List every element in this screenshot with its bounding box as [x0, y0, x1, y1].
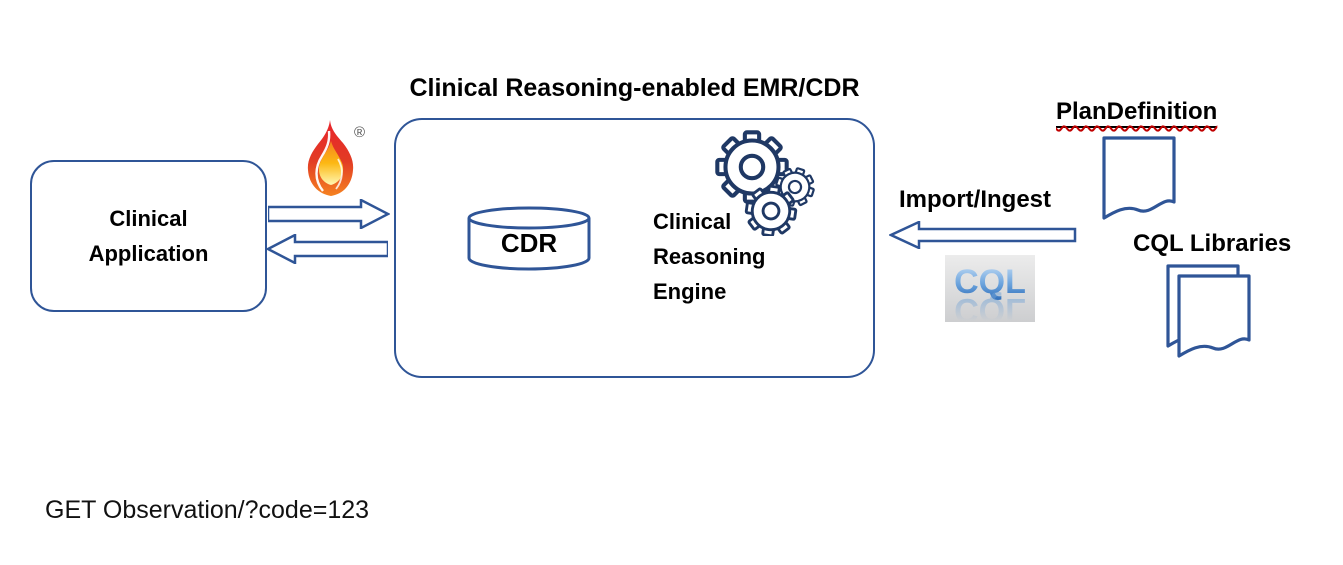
cql-logo-text: CQL	[954, 263, 1026, 301]
stacked-documents-icon	[1166, 264, 1251, 358]
cql-logo: CQL CQL	[945, 255, 1035, 322]
clinical-application-label-line1: Clinical	[109, 206, 188, 231]
registered-trademark: ®	[354, 124, 366, 141]
clinical-application-label-line2: Application	[88, 241, 209, 266]
cql-logo-reflection: CQL	[954, 291, 1026, 322]
clinical-application-box: Clinical Application	[30, 160, 267, 312]
engine-label-line2: Reasoning	[653, 244, 766, 269]
fhir-flame-icon	[307, 120, 354, 196]
plan-definition-document-icon	[1102, 136, 1176, 220]
engine-label-line3: Engine	[653, 279, 727, 304]
reasoning-engine-label: Clinical Reasoning Engine	[653, 204, 765, 309]
arrow-right-icon	[268, 199, 390, 229]
arrow-left-icon	[266, 234, 388, 264]
cdr-label: CDR	[500, 228, 558, 258]
api-calls-block: GET Observation/?code=123 POST Medicatio…	[45, 418, 386, 565]
diagram-title: Clinical Reasoning-enabled EMR/CDR	[409, 74, 860, 102]
engine-label-line1: Clinical	[653, 209, 732, 234]
cql-libraries-label: CQL Libraries	[1133, 230, 1292, 257]
api-method: GET	[45, 496, 103, 524]
import-ingest-label: Import/Ingest	[899, 186, 1052, 213]
api-call-line: GET Observation/?code=123	[45, 492, 386, 529]
database-cylinder-icon	[467, 206, 591, 271]
plan-definition-label-text: PlanDefinition	[1056, 98, 1218, 128]
import-arrow-icon	[889, 221, 1077, 249]
api-rest: Observation/?code=123	[102, 496, 370, 524]
gears-icon	[712, 124, 817, 236]
plan-definition-label: PlanDefinition	[1056, 98, 1218, 128]
